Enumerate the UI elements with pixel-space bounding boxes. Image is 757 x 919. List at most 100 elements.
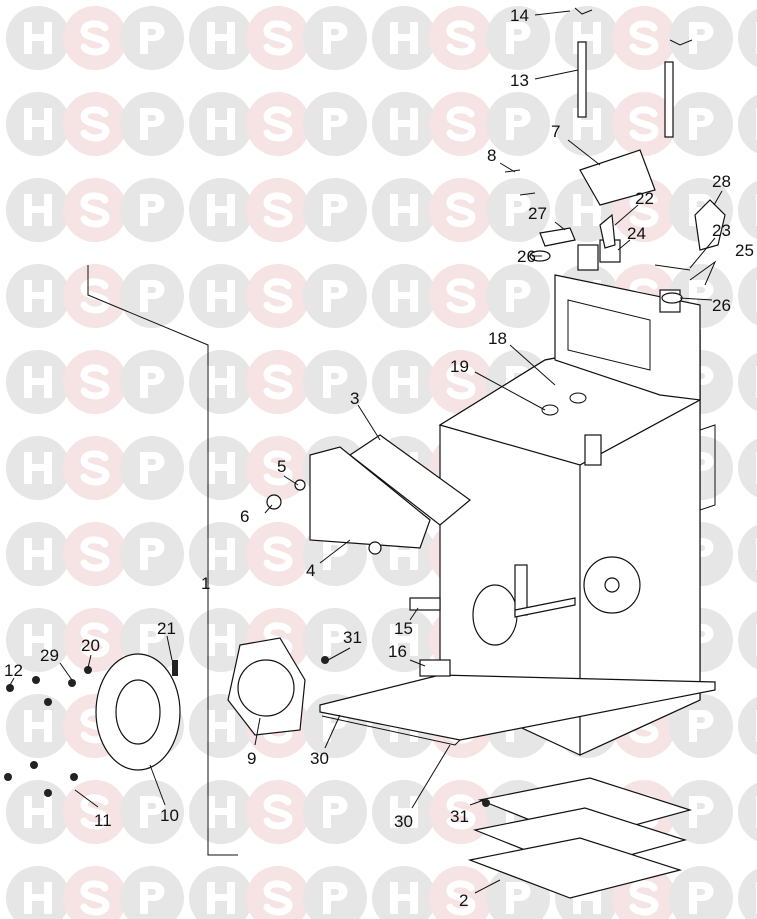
watermark-glyph-p-icon xyxy=(140,882,165,914)
callout-29: 29 xyxy=(40,646,59,665)
callout-23: 23 xyxy=(712,221,731,240)
watermark-circle xyxy=(120,866,184,919)
watermark-glyph-h-icon xyxy=(573,194,601,226)
watermark-glyph-h-icon xyxy=(24,280,52,312)
watermark-glyph-h-icon xyxy=(390,882,418,914)
callout-24: 24 xyxy=(627,224,646,243)
watermark-glyph-p-icon xyxy=(140,366,165,398)
watermark-glyph-s-icon xyxy=(629,20,659,56)
drain-valve-15 xyxy=(409,597,441,611)
callout-25: 25 xyxy=(735,241,754,260)
watermark-glyph-p-icon xyxy=(323,280,348,312)
watermark-glyph-p-icon xyxy=(506,108,531,140)
watermark-glyph-p-icon xyxy=(140,22,165,54)
watermark-circle xyxy=(669,866,733,919)
watermark-glyph-h-icon xyxy=(207,22,235,54)
callout-19: 19 xyxy=(450,357,469,376)
watermark-glyph-s-icon xyxy=(446,106,476,142)
watermark-glyph-p-icon xyxy=(140,624,165,656)
watermark-glyph-s-icon xyxy=(80,364,110,400)
watermark-glyph-s-icon xyxy=(80,20,110,56)
watermark-circle xyxy=(738,94,757,154)
watermark-glyph-s-icon xyxy=(80,192,110,228)
watermark-circle xyxy=(738,868,757,919)
watermark-glyph-s-icon xyxy=(263,192,293,228)
callout-26: 26 xyxy=(517,247,536,266)
watermark-glyph-p-icon xyxy=(323,882,348,914)
watermark-glyph-s-icon xyxy=(80,106,110,142)
watermark-glyph-p-icon xyxy=(689,108,714,140)
watermark-glyph-p-icon xyxy=(689,796,714,828)
watermark-glyph-p-icon xyxy=(689,22,714,54)
watermark-circle xyxy=(738,180,757,240)
watermark-circle xyxy=(63,866,127,919)
watermark-glyph-h-icon xyxy=(24,194,52,226)
watermark-glyph-s-icon xyxy=(263,880,293,916)
watermark-circle xyxy=(738,696,757,756)
watermark-glyph-s-icon xyxy=(629,192,659,228)
watermark-circle xyxy=(738,266,757,326)
watermark-glyph-s-icon xyxy=(80,536,110,572)
watermark-glyph-s-icon xyxy=(629,880,659,916)
watermark-glyph-h-icon xyxy=(207,538,235,570)
watermark-glyph-h-icon xyxy=(24,452,52,484)
watermark-circle xyxy=(6,866,70,919)
watermark-circle xyxy=(372,866,436,919)
watermark-circle xyxy=(738,8,757,68)
watermark-glyph-h-icon xyxy=(390,108,418,140)
callout-20: 20 xyxy=(81,636,100,655)
group-bracket-1 xyxy=(87,265,238,856)
watermark-glyph-p-icon xyxy=(323,108,348,140)
watermark-glyph-s-icon xyxy=(446,794,476,830)
watermark-glyph-s-icon xyxy=(80,880,110,916)
watermark-circle xyxy=(738,782,757,842)
nuts xyxy=(4,656,490,807)
callout-1: 1 xyxy=(201,574,210,593)
watermark-glyph-s-icon xyxy=(446,20,476,56)
watermark-circle xyxy=(429,866,493,919)
callout-28: 28 xyxy=(712,172,731,191)
callout-2: 2 xyxy=(459,891,468,910)
watermark-glyph-p-icon xyxy=(506,194,531,226)
watermark-glyph-s-icon xyxy=(446,880,476,916)
callout-26: 26 xyxy=(712,296,731,315)
watermark-glyph-s-icon xyxy=(80,708,110,744)
callout-11: 11 xyxy=(94,811,112,830)
leader-lines xyxy=(9,10,723,894)
watermark-glyph-h-icon xyxy=(390,22,418,54)
watermark-glyph-p-icon xyxy=(506,22,531,54)
watermark-glyph-h-icon xyxy=(24,366,52,398)
watermark-glyph-p-icon xyxy=(140,108,165,140)
watermark-glyph-p-icon xyxy=(689,710,714,742)
watermark-glyph-p-icon xyxy=(140,538,165,570)
watermark-glyph-h-icon xyxy=(207,194,235,226)
watermark-glyph-h-icon xyxy=(390,624,418,656)
callout-30: 30 xyxy=(394,812,413,831)
watermark-glyph-p-icon xyxy=(140,280,165,312)
watermark-glyph-s-icon xyxy=(263,536,293,572)
watermark-circle xyxy=(738,610,757,670)
watermark-glyph-h-icon xyxy=(207,796,235,828)
watermark-glyph-s-icon xyxy=(80,450,110,486)
watermark-glyph-s-icon xyxy=(446,192,476,228)
watermark-glyph-s-icon xyxy=(263,278,293,314)
gasket-3 xyxy=(348,434,471,526)
callout-14: 14 xyxy=(510,6,529,25)
callout-4: 4 xyxy=(306,561,315,580)
boiler-body xyxy=(438,239,716,756)
watermark-circle xyxy=(738,524,757,584)
watermark-glyph-p-icon xyxy=(689,882,714,914)
watermark-glyph-s-icon xyxy=(80,278,110,314)
watermark-glyph-s-icon xyxy=(629,106,659,142)
watermark-circle xyxy=(246,866,310,919)
callout-8: 8 xyxy=(487,146,496,165)
watermark-glyph-p-icon xyxy=(323,22,348,54)
watermark-glyph-h-icon xyxy=(207,452,235,484)
watermark-glyph-p-icon xyxy=(323,366,348,398)
watermark-glyph-h-icon xyxy=(24,538,52,570)
watermark-glyph-h-icon xyxy=(24,710,52,742)
watermark-glyph-h-icon xyxy=(390,796,418,828)
callout-18: 18 xyxy=(488,329,507,348)
watermark-glyph-s-icon xyxy=(263,450,293,486)
